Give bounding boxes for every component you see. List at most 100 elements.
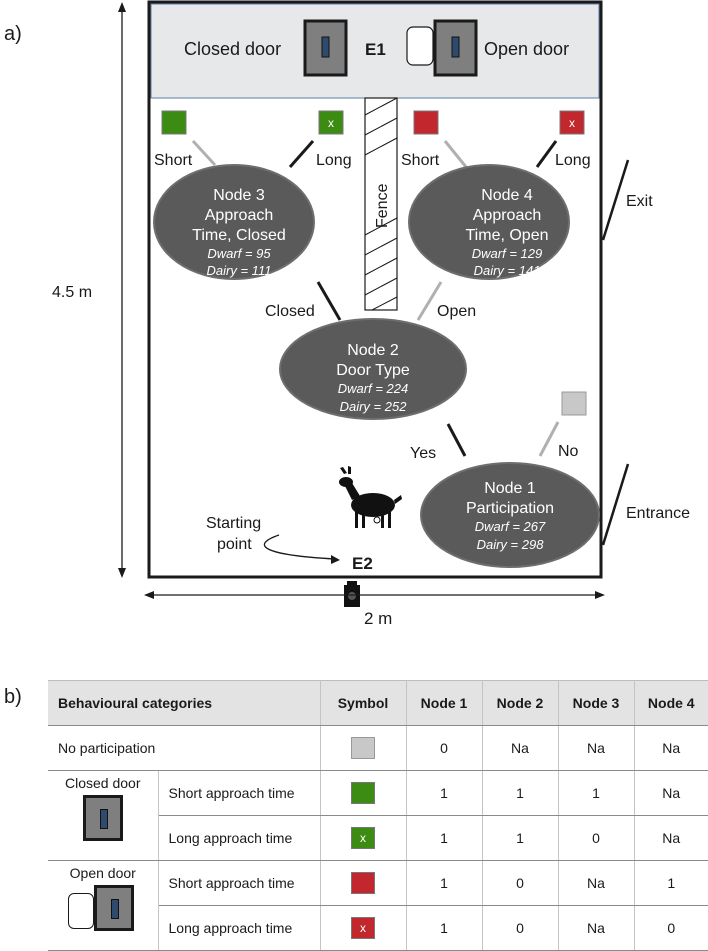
node-1-line-2: Participation (466, 500, 554, 517)
cell-node-4: 1 (634, 860, 708, 906)
long-closed-symbol-x: x (328, 116, 334, 130)
arrow-down-icon (118, 568, 126, 578)
cell-node-3: 1 (558, 770, 635, 816)
label-no: No (558, 443, 579, 460)
cell-node-3: Na (558, 860, 635, 906)
label-long-left: Long (316, 152, 352, 169)
exit-marker (601, 159, 630, 241)
starting-point-label-1: Starting (206, 515, 261, 532)
node-3-line-2: Approach (205, 207, 274, 224)
label-yes: Yes (410, 445, 436, 462)
node-2: Node 2 Door Type Dwarf = 224 Dairy = 252 (279, 318, 467, 420)
green-symbol (351, 782, 375, 804)
long-open-symbol-x: x (569, 116, 575, 130)
branch-yes (446, 423, 467, 457)
cell-node-3: Na (558, 905, 635, 951)
header-symbol: Symbol (320, 680, 407, 726)
table-row: Closed door Short approach time 1 1 1 Na (48, 770, 708, 861)
label-long-right: Long (555, 152, 591, 169)
symbol-cell: x (320, 905, 407, 951)
cell-node-2: Na (482, 725, 559, 771)
node-4-line-2: Approach (473, 207, 542, 224)
exit-label: Exit (626, 193, 653, 210)
node-4-title: Node 4 (481, 187, 533, 204)
cell-node-4: Na (634, 815, 708, 861)
label-short-left: Short (154, 152, 193, 169)
label-open: Open (437, 303, 476, 320)
node-3-title: Node 3 (213, 187, 265, 204)
node-4-dwarf: Dwarf = 129 (472, 246, 542, 261)
panel-b-label: b) (4, 686, 22, 708)
row-label-open-short: Short approach time (158, 860, 321, 906)
node-2-title: Node 2 (347, 342, 399, 359)
arena-diagram: a) 4.5 m Closed door E1 Open door Fence … (4, 0, 690, 628)
row-label-closed-short: Short approach time (158, 770, 321, 816)
node-2-dairy: Dairy = 252 (340, 399, 408, 414)
branch-short-closed (191, 139, 217, 167)
node-4-line-3: Time, Open (466, 227, 549, 244)
fence (364, 97, 398, 311)
node-4: Node 4 Approach Time, Open Dwarf = 129 D… (408, 164, 570, 280)
cell-node-3: 0 (558, 815, 635, 861)
cell-node-1: 0 (406, 725, 483, 771)
short-open-symbol (413, 110, 439, 135)
arrow-left-icon (144, 591, 154, 599)
closed-door-group: Closed door (48, 770, 159, 861)
camera-icon (344, 581, 360, 607)
row-label-no-participation: No participation (48, 725, 321, 771)
closed-door-icon (82, 795, 123, 841)
cell-node-2: 0 (482, 860, 559, 906)
closed-door-group-label: Closed door (65, 775, 141, 791)
cell-node-2: 1 (482, 770, 559, 816)
node-1-title: Node 1 (484, 480, 536, 497)
cell-node-4: Na (634, 725, 708, 771)
header-node-1: Node 1 (406, 680, 483, 726)
cell-node-2: 0 (482, 905, 559, 951)
fence-label: Fence (374, 183, 391, 228)
starting-point-label-2: point (217, 536, 252, 553)
header-node-4: Node 4 (634, 680, 708, 726)
node-1: Node 1 Participation Dwarf = 267 Dairy =… (420, 462, 600, 568)
branch-long-closed (288, 140, 315, 168)
entrance-marker (601, 463, 630, 546)
row-label-open-long: Long approach time (158, 905, 321, 951)
header-node-3: Node 3 (558, 680, 635, 726)
red-x-symbol: x (351, 917, 375, 939)
closed-door-icon (303, 19, 348, 77)
open-door-group-label: Open door (69, 865, 136, 881)
node-3: Node 3 Approach Time, Closed Dwarf = 95 … (153, 164, 315, 280)
cell-node-1: 1 (406, 905, 483, 951)
table-row: No participation 0 Na Na Na (48, 725, 708, 771)
open-door-icon (67, 885, 138, 933)
row-label-closed-long: Long approach time (158, 815, 321, 861)
node-3-line-3: Time, Closed (192, 227, 286, 244)
e1-label: E1 (365, 40, 386, 59)
table-row: Open door Short approach time 1 0 Na 1 (48, 860, 708, 951)
cell-node-2: 1 (482, 815, 559, 861)
label-short-right: Short (401, 152, 440, 169)
label-closed: Closed (265, 303, 315, 320)
width-label: 2 m (364, 609, 392, 628)
long-closed-symbol (318, 110, 344, 135)
node-4-dairy: Dairy = 141 (474, 263, 541, 278)
node-2-dwarf: Dwarf = 224 (338, 381, 408, 396)
cell-node-4: 0 (634, 905, 708, 951)
open-door-group: Open door (48, 860, 159, 951)
symbol-cell (320, 860, 407, 906)
open-door-label: Open door (484, 39, 569, 59)
cell-node-4: Na (634, 770, 708, 816)
table-row: Long approach time x 1 0 Na 0 (48, 905, 708, 951)
header-node-2: Node 2 (482, 680, 559, 726)
panel-a-label: a) (4, 23, 22, 45)
red-symbol (351, 872, 375, 894)
node-1-dwarf: Dwarf = 267 (475, 519, 546, 534)
branch-short-open (443, 140, 468, 168)
open-door-icon (406, 19, 478, 77)
green-x-symbol: x (351, 827, 375, 849)
closed-door-label: Closed door (184, 39, 281, 59)
behaviour-table: Behavioural categories Symbol Node 1 Nod… (48, 680, 708, 951)
cell-node-3: Na (558, 725, 635, 771)
no-participation-symbol (561, 391, 587, 416)
arrow-right-icon (331, 555, 340, 564)
symbol-cell: x (320, 815, 407, 861)
